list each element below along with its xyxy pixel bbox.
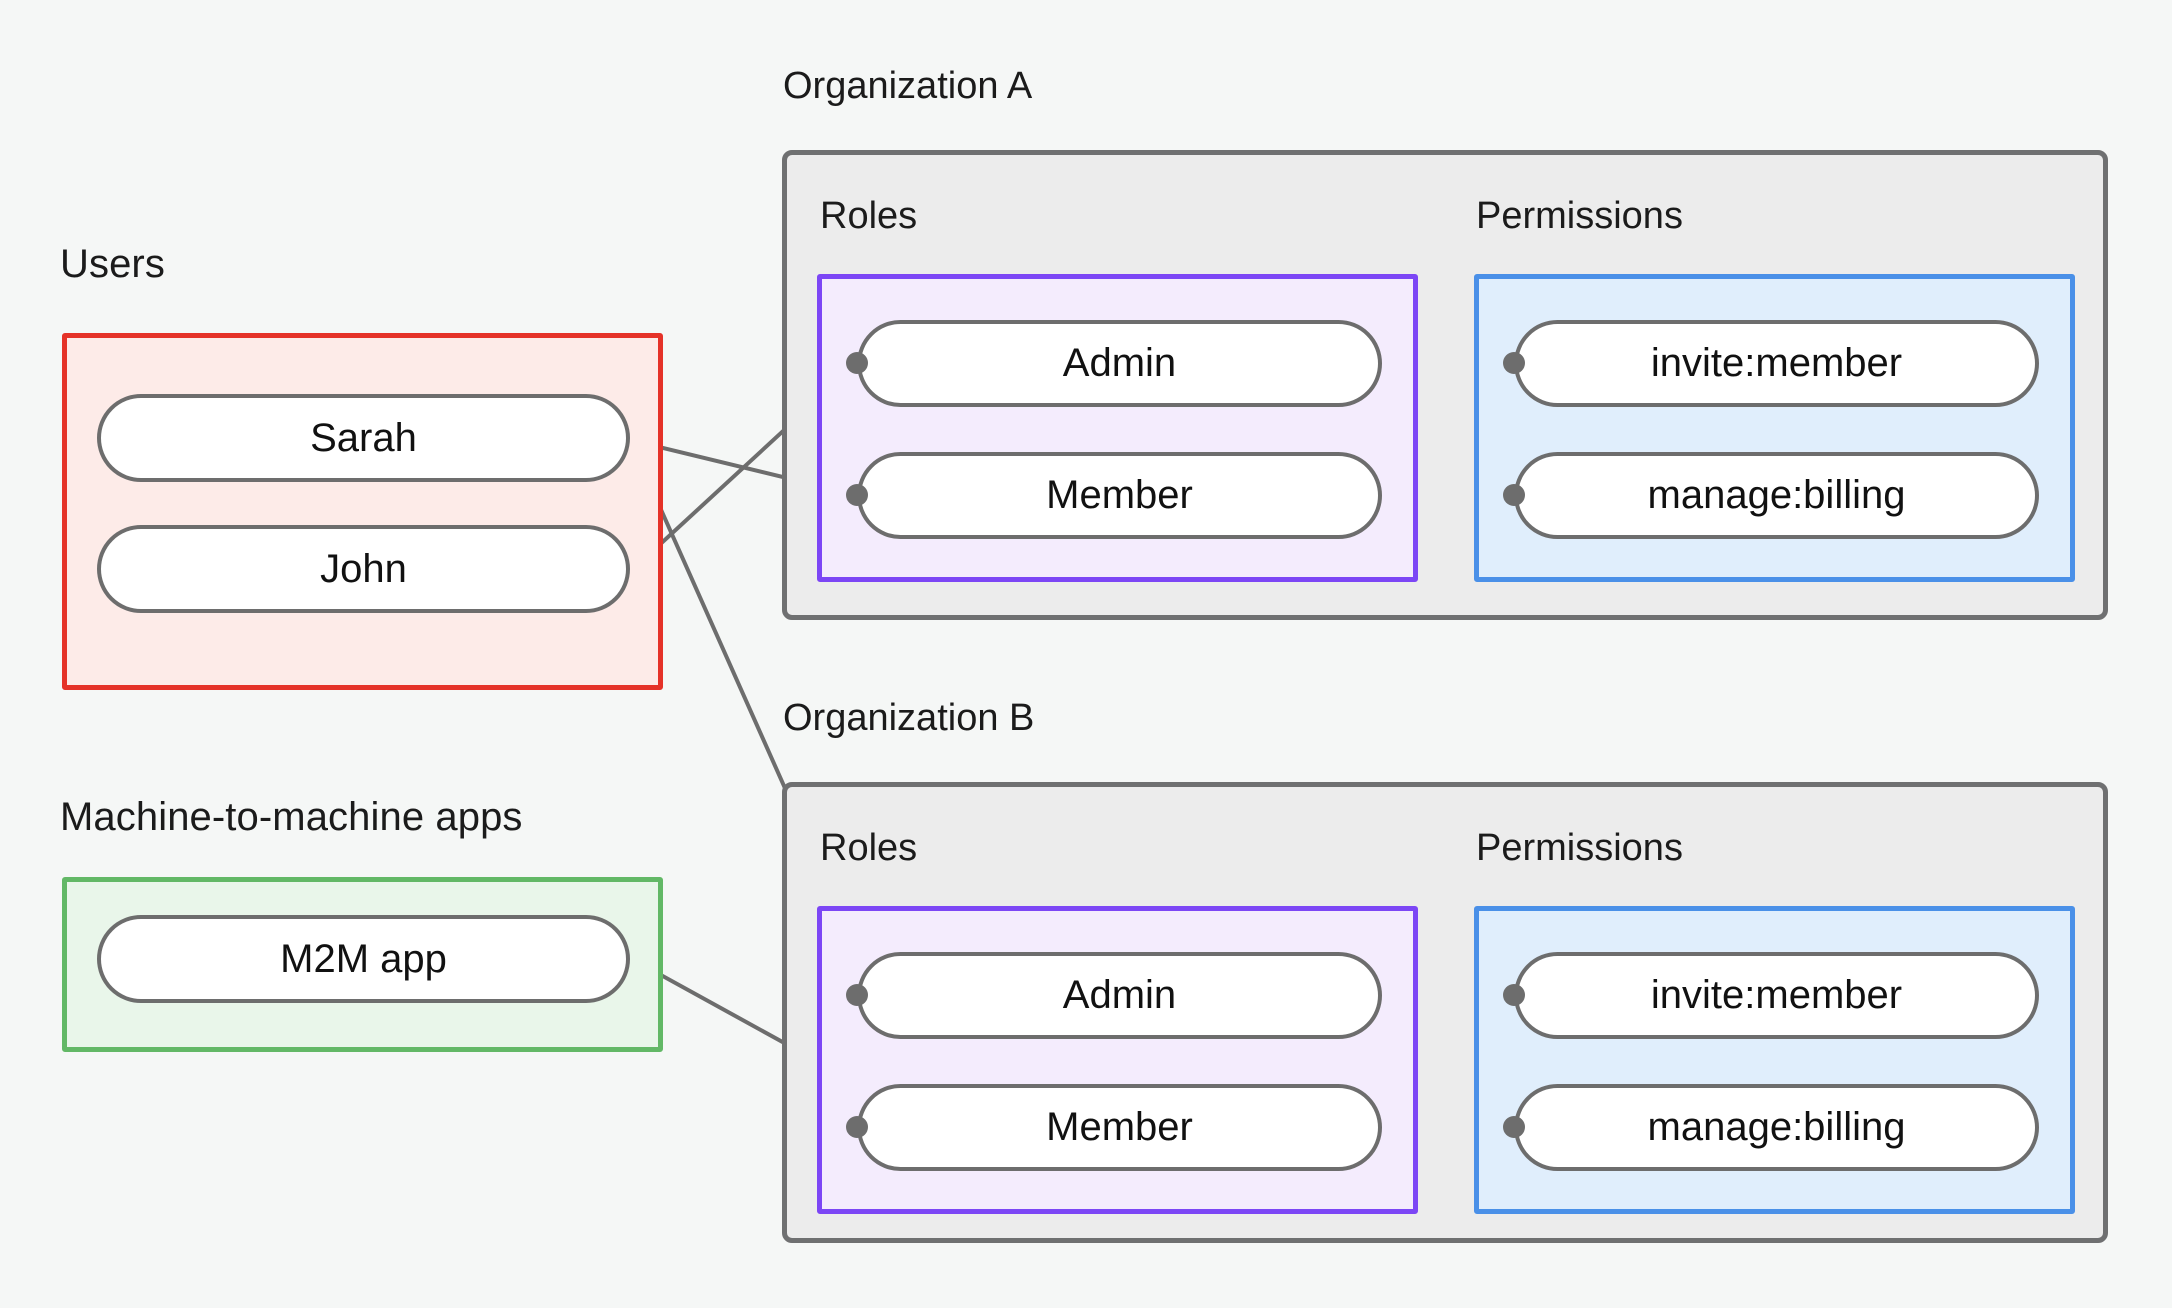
- user-node-sarah[interactable]: Sarah: [97, 394, 630, 482]
- organization-a-label: Organization A: [783, 65, 1033, 107]
- users-group-label: Users: [60, 242, 165, 286]
- organization-b-permission-invite-member[interactable]: invite:member: [1514, 952, 2039, 1039]
- connector-dot-orgA-perm-billing: [1503, 484, 1525, 506]
- connector-dot-orgA-role-member: [846, 484, 868, 506]
- m2m-group-label: Machine-to-machine apps: [60, 795, 523, 839]
- organization-b-permission-manage-billing[interactable]: manage:billing: [1514, 1084, 2039, 1171]
- organization-a-role-member[interactable]: Member: [857, 452, 1382, 539]
- users-group-box: [62, 333, 663, 690]
- organization-a-role-admin[interactable]: Admin: [857, 320, 1382, 407]
- organization-a-permission-invite-member[interactable]: invite:member: [1514, 320, 2039, 407]
- organization-b-roles-label: Roles: [820, 827, 918, 869]
- connector-dot-orgB-role-admin: [846, 984, 868, 1006]
- connector-dot-orgB-perm-invite: [1503, 984, 1525, 1006]
- connector-dot-orgA-role-admin: [846, 352, 868, 374]
- connector-dot-orgB-role-member: [846, 1116, 868, 1138]
- connector-dot-orgB-perm-billing: [1503, 1116, 1525, 1138]
- m2m-node-app[interactable]: M2M app: [97, 915, 630, 1003]
- organization-a-permissions-label: Permissions: [1476, 195, 1683, 237]
- organization-a-roles-label: Roles: [820, 195, 918, 237]
- connector-dot-orgA-perm-invite: [1503, 352, 1525, 374]
- organization-b-label: Organization B: [783, 697, 1035, 739]
- organization-b-permissions-label: Permissions: [1476, 827, 1683, 869]
- organization-b-role-member[interactable]: Member: [857, 1084, 1382, 1171]
- user-node-john[interactable]: John: [97, 525, 630, 613]
- organization-a-permission-manage-billing[interactable]: manage:billing: [1514, 452, 2039, 539]
- organization-b-role-admin[interactable]: Admin: [857, 952, 1382, 1039]
